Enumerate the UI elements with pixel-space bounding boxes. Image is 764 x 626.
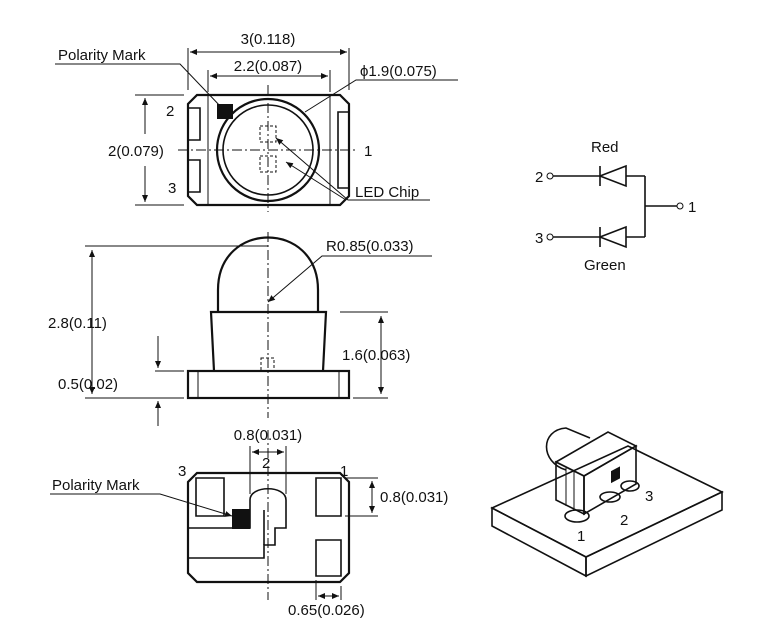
schematic-pin-1: 1 bbox=[688, 199, 696, 216]
polarity-mark-leader-top bbox=[55, 63, 223, 109]
circuit-schematic: Red 2 Green 3 1 bbox=[535, 139, 696, 274]
bottom-view: 0.8(0.031) 2 3 1 0.8(0.031) 0.65(0.026) … bbox=[50, 427, 448, 619]
dim-total-height-text: 2.8(0.11) bbox=[48, 315, 107, 332]
bottom-view-polarity-mark bbox=[232, 509, 250, 529]
top-view-polarity-mark bbox=[217, 104, 233, 119]
dim-height-text: 2(0.079) bbox=[108, 143, 164, 160]
top-view-left-leads bbox=[188, 107, 201, 193]
dim-inner-width-text: 2.2(0.087) bbox=[234, 58, 302, 75]
bottom-pad-3 bbox=[195, 477, 225, 517]
dim-lens-diameter-text: ϕ1.9(0.075) bbox=[360, 63, 437, 80]
schematic-common-wire bbox=[644, 176, 677, 237]
schematic-pin-2-terminal bbox=[546, 172, 554, 180]
bottom-trace bbox=[188, 488, 287, 559]
schematic-pin-2: 2 bbox=[535, 169, 543, 186]
iso-body-edges bbox=[565, 468, 575, 510]
dim-inner-width-extension bbox=[207, 70, 331, 92]
dim-overall-width-extension bbox=[187, 48, 350, 90]
bottom-pin-1: 1 bbox=[340, 463, 348, 480]
bottom-pin-3: 3 bbox=[178, 463, 186, 480]
dim-slot-width-text: 0.8(0.031) bbox=[234, 427, 302, 444]
side-view-base-edges bbox=[197, 371, 340, 398]
led-chip-leader-lower bbox=[285, 161, 347, 201]
top-view-right-lead bbox=[337, 111, 349, 189]
iso-pin-1: 1 bbox=[577, 528, 585, 545]
iso-solder-1 bbox=[564, 509, 590, 523]
dim-pad-width-extension bbox=[315, 580, 342, 600]
bottom-view-body-outline bbox=[186, 471, 351, 584]
schematic-pin-3-terminal bbox=[546, 233, 554, 241]
iso-polarity-mark bbox=[611, 466, 620, 484]
dim-pad-height-text: 0.8(0.031) bbox=[380, 489, 448, 506]
dim-total-height-extension bbox=[85, 245, 268, 399]
iso-dome bbox=[545, 427, 591, 471]
top-view-body-outline bbox=[186, 93, 351, 207]
dim-overall-width-text: 3(0.118) bbox=[241, 31, 296, 48]
iso-board-left-face bbox=[491, 506, 587, 578]
dim-lens-diameter-leader bbox=[304, 79, 458, 113]
iso-pin-3: 3 bbox=[645, 488, 653, 505]
schematic-green-label: Green bbox=[584, 257, 626, 274]
bottom-pin-2: 2 bbox=[262, 455, 270, 472]
top-pin-3: 3 bbox=[168, 180, 176, 197]
schematic-red-label: Red bbox=[591, 139, 619, 156]
led-chip-label: LED Chip bbox=[355, 184, 419, 201]
schematic-green-diode bbox=[597, 225, 627, 249]
dim-base-height-text: 0.5(0.02) bbox=[58, 376, 118, 393]
top-view-center-lines bbox=[178, 85, 358, 212]
schematic-pin-3: 3 bbox=[535, 230, 543, 247]
polarity-mark-label-top: Polarity Mark bbox=[58, 47, 146, 64]
dim-dome-radius-text: R0.85(0.033) bbox=[326, 238, 414, 255]
dim-height-extension bbox=[135, 94, 184, 206]
dim-pad-height-extension bbox=[345, 477, 378, 517]
schematic-red-diode bbox=[597, 164, 627, 188]
bottom-pad-lower-right bbox=[315, 539, 342, 577]
schematic-pin-1-terminal bbox=[676, 202, 684, 210]
iso-solder-3 bbox=[620, 480, 640, 492]
dim-body-height-text: 1.6(0.063) bbox=[342, 347, 410, 364]
polarity-mark-leader-bottom bbox=[50, 493, 233, 517]
dim-dome-radius-leader bbox=[267, 255, 432, 303]
isometric-view: 1 2 3 bbox=[490, 427, 724, 578]
polarity-mark-label-bottom: Polarity Mark bbox=[52, 477, 140, 494]
top-pin-2: 2 bbox=[166, 103, 174, 120]
led-chip-leader-upper bbox=[275, 137, 430, 201]
top-view: 3(0.118) 2.2(0.087) ϕ1.9(0.075) Polarity… bbox=[55, 31, 458, 212]
side-view: 2.8(0.11) R0.85(0.033) 1.6(0.063) 0.5(0.… bbox=[48, 232, 432, 426]
iso-solder-2 bbox=[599, 491, 621, 503]
iso-body-right bbox=[583, 444, 637, 516]
dim-slot-width-extension bbox=[249, 446, 287, 494]
iso-board-right-face bbox=[585, 490, 723, 578]
iso-pin-2: 2 bbox=[620, 512, 628, 529]
bottom-pad-1 bbox=[315, 477, 342, 517]
iso-body-left bbox=[555, 460, 585, 516]
top-pin-1: 1 bbox=[364, 143, 372, 160]
dim-body-height-extension bbox=[340, 311, 388, 399]
dim-pad-width-text: 0.65(0.026) bbox=[288, 602, 365, 619]
